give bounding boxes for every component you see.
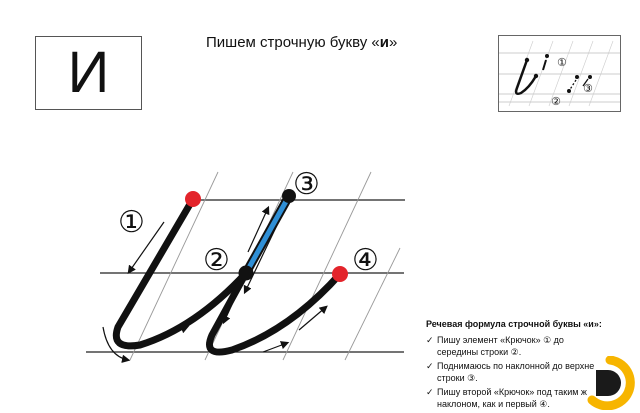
formula-item-line: Пишу элемент «Крючок» ① до [437,335,564,345]
title-suffix: » [388,34,398,51]
formula-title: Речевая формула строчной буквы «и»: [426,319,602,329]
letter-card: И [35,36,142,110]
middle-point-2 [238,265,254,281]
big-letter: И [67,40,110,105]
page-title: Пишем строчную букву «и» [206,34,397,51]
end-point-4 [332,266,348,282]
formula-item-line: Поднимаюсь по наклонной до верхне [437,361,595,371]
formula-item-line: середины строки ②. [437,347,522,357]
thumbnail-label-3: ③ [583,82,593,95]
thumbnail-svg: ① ② ③ [499,40,620,108]
speech-formula: Речевая формула строчной буквы «и»: ✓ Пи… [426,318,640,412]
thumbnail-hook [514,58,538,96]
arrow-curve-1 [102,326,131,363]
arrow-up-3 [262,341,290,353]
title-letter: и [379,34,389,51]
formula-item-line: наклоном, как и первый ④. [437,399,550,409]
formula-item-line: Пишу второй «Крючок» под таким ж [437,387,587,397]
title-prefix: Пишем строчную букву « [206,34,380,51]
thumbnail-label-1: ① [557,56,567,69]
top-point-3 [282,189,296,203]
start-point-1 [185,191,201,207]
formula-item: ✓ Поднимаюсь по наклонной до верхне стро… [426,360,640,384]
thumbnail-label-2: ② [551,95,561,108]
formula-item-line: строки ③. [437,373,478,383]
arrow-up-2 [247,205,270,253]
check-icon: ✓ [426,335,434,345]
arrow-down-1 [127,221,165,274]
arrow-up-4 [298,305,328,331]
thumbnail-stroke [542,59,547,71]
check-icon: ✓ [426,387,434,397]
formula-item: ✓ Пишу второй «Крючок» под таким ж накло… [426,386,640,410]
label-3: ③ [293,167,320,202]
check-icon: ✓ [426,361,434,371]
formula-item: ✓ Пишу элемент «Крючок» ① до середины ст… [426,334,640,358]
thumbnail-diagram: ① ② ③ [498,35,621,112]
first-hook-stroke [112,195,250,350]
logo-icon [587,356,635,410]
second-hook-stroke [206,269,344,356]
label-4: ④ [352,243,379,278]
label-2: ② [203,243,230,278]
connector-stroke [243,193,292,276]
label-1: ① [118,205,145,240]
slant-lines [129,171,401,361]
